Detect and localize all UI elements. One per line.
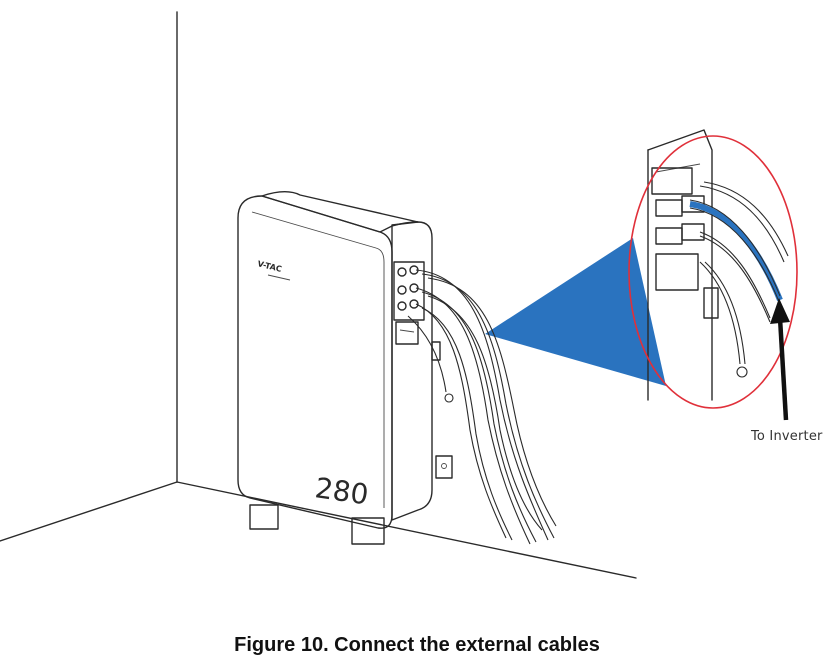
battery-unit: V-TAC 280 [237,191,453,545]
room-corner [0,11,637,579]
battery-installation-illustration: V-TAC 280 [0,11,798,579]
device-model-number: 280 [313,471,371,511]
callout-projection [485,238,666,386]
battery-cables [407,269,557,545]
callout-circle [628,135,798,409]
arrow-icon [770,298,790,421]
callout-detail [628,129,798,409]
figure-caption: Figure 10. Connect the external cables [234,634,600,656]
annotation-to-inverter: To Inverter [751,429,823,444]
device-logo: V-TAC [257,259,283,274]
